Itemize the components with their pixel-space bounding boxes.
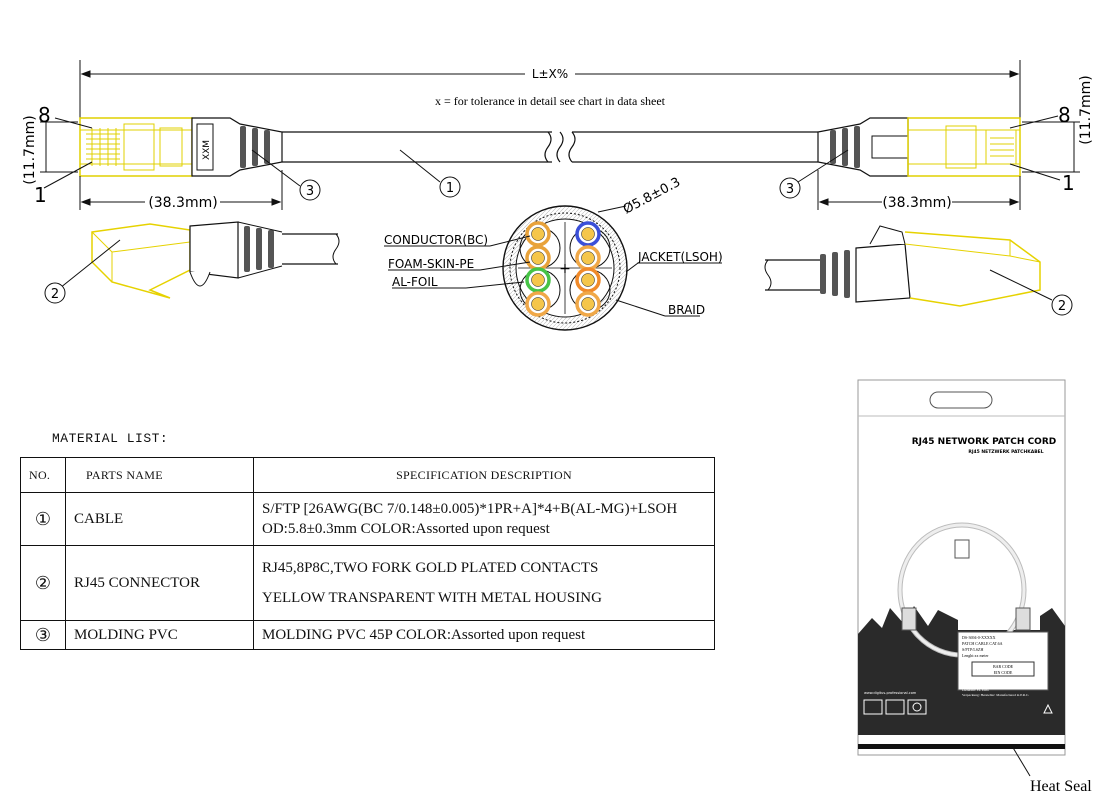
left-pin-8: 8 bbox=[38, 103, 51, 127]
label-al-foil: AL-FOIL bbox=[392, 275, 438, 289]
table-header-row: NO. PARTS NAME SPECIFICATION DESCRIPTION bbox=[20, 457, 715, 493]
table-row: ② RJ45 CONNECTOR RJ45,8P8C,TWO FORK GOLD… bbox=[20, 545, 715, 621]
left-plug-iso-view bbox=[44, 221, 340, 304]
callout-3-left: 3 bbox=[306, 184, 314, 199]
table-row: ③ MOLDING PVC MOLDING PVC 45P COLOR:Asso… bbox=[20, 620, 715, 650]
spec-line: YELLOW TRANSPARENT WITH METAL HOUSING bbox=[262, 590, 602, 606]
row-no: ② bbox=[20, 545, 66, 621]
header-parts-name: PARTS NAME bbox=[65, 457, 254, 493]
row-name: CABLE bbox=[65, 492, 254, 546]
left-height-label: (11.7mm) bbox=[22, 115, 38, 184]
callout-3-right: 3 bbox=[786, 182, 794, 197]
header-spec: SPECIFICATION DESCRIPTION bbox=[253, 457, 715, 493]
table-row: ① CABLE S/FTP [26AWG(BC 7/0.148±0.005)*1… bbox=[20, 492, 715, 546]
right-plug-iso-view bbox=[764, 225, 1073, 316]
package-label-line-4: Lenght:xx meter bbox=[962, 653, 989, 658]
row-name: RJ45 CONNECTOR bbox=[65, 545, 254, 621]
callout-1-cable: 1 bbox=[446, 181, 454, 196]
boot-mark-left: XXM bbox=[202, 140, 212, 160]
spec-line: S/FTP [26AWG(BC 7/0.148±0.005)*1PR+A]*4+… bbox=[262, 501, 678, 517]
material-list-table: NO. PARTS NAME SPECIFICATION DESCRIPTION… bbox=[20, 457, 715, 650]
right-plug-length: (38.3mm) bbox=[882, 195, 951, 211]
left-plug-side-view bbox=[79, 117, 283, 177]
callout-2-right: 2 bbox=[1058, 299, 1066, 314]
package-website: www.digitus-professional.com bbox=[864, 691, 917, 695]
package-lower-1: Artikel: Kategorie: 0-0011 bbox=[962, 678, 999, 682]
length-dimension bbox=[79, 60, 1021, 118]
right-pin-8: 8 bbox=[1058, 103, 1071, 127]
row-spec: MOLDING PVC 45P COLOR:Assorted upon requ… bbox=[253, 620, 715, 650]
label-jacket: JACKET(LSOH) bbox=[637, 250, 723, 264]
package-title: RJ45 NETWORK PATCH CORD bbox=[912, 437, 1056, 447]
row-spec: S/FTP [26AWG(BC 7/0.148±0.005)*1PR+A]*4+… bbox=[253, 492, 715, 546]
package-lower-3: Lieferant: Fa. Euro bbox=[962, 688, 989, 692]
row-no: ③ bbox=[20, 620, 66, 650]
package-subtitle: RJ45 NETZWERK PATCHKABEL bbox=[968, 449, 1043, 455]
svg-text:+: + bbox=[559, 261, 571, 277]
right-pin-1: 1 bbox=[1062, 171, 1075, 195]
row-spec: RJ45,8P8C,TWO FORK GOLD PLATED CONTACTS … bbox=[253, 545, 715, 621]
header-no: NO. bbox=[20, 457, 66, 493]
row-name: MOLDING PVC bbox=[65, 620, 254, 650]
package-lower-2: Artikel: Kabel/Stk. 2014 bbox=[962, 683, 997, 687]
tolerance-note: x = for tolerance in detail see chart in… bbox=[435, 94, 666, 108]
package-barcode-1: BAR CODE bbox=[993, 664, 1014, 669]
package-bag bbox=[857, 379, 1066, 777]
package-barcode-2: EIN CODE bbox=[994, 670, 1013, 675]
row-no: ① bbox=[20, 492, 66, 546]
package-lower-4: Verpackung: Hersteller: Manufactured in … bbox=[962, 693, 1029, 697]
right-height-label: (11.7mm) bbox=[1078, 75, 1094, 144]
label-braid: BRAID bbox=[668, 303, 705, 317]
label-conductor: CONDUCTOR(BC) bbox=[384, 233, 488, 247]
left-height-dimension bbox=[40, 117, 93, 189]
heat-seal-label: Heat Seal bbox=[1030, 778, 1092, 795]
plug-length-dimensions bbox=[79, 170, 1021, 210]
spec-line: OD:5.8±0.3mm COLOR:Assorted upon request bbox=[262, 521, 550, 537]
left-pin-1: 1 bbox=[34, 183, 47, 207]
right-plug-side-view bbox=[817, 117, 1021, 177]
callout-2-left: 2 bbox=[51, 287, 59, 302]
right-height-dimension bbox=[1009, 115, 1080, 181]
length-label: L±X% bbox=[532, 67, 568, 81]
package-label-line-2: PATCH CABLE CAT.6A bbox=[962, 641, 1003, 646]
spec-line: RJ45,8P8C,TWO FORK GOLD PLATED CONTACTS bbox=[262, 560, 599, 576]
package-label-line-1: DS-3694-0-XXXXX bbox=[962, 635, 996, 640]
cross-section-leaders bbox=[384, 205, 722, 317]
left-plug-length: (38.3mm) bbox=[148, 195, 217, 211]
cable-body bbox=[282, 131, 818, 163]
cable-cross-section: + bbox=[502, 205, 628, 331]
callouts-top bbox=[251, 149, 849, 201]
label-diameter: Ø5.8±0.3 bbox=[621, 175, 683, 218]
spec-line: MOLDING PVC 45P COLOR:Assorted upon requ… bbox=[262, 627, 586, 643]
package-label-line-3: S/FTP/LSZH bbox=[962, 647, 983, 652]
label-foam-skin: FOAM-SKIN-PE bbox=[388, 257, 474, 271]
material-list-title: MATERIAL LIST: bbox=[52, 431, 169, 446]
